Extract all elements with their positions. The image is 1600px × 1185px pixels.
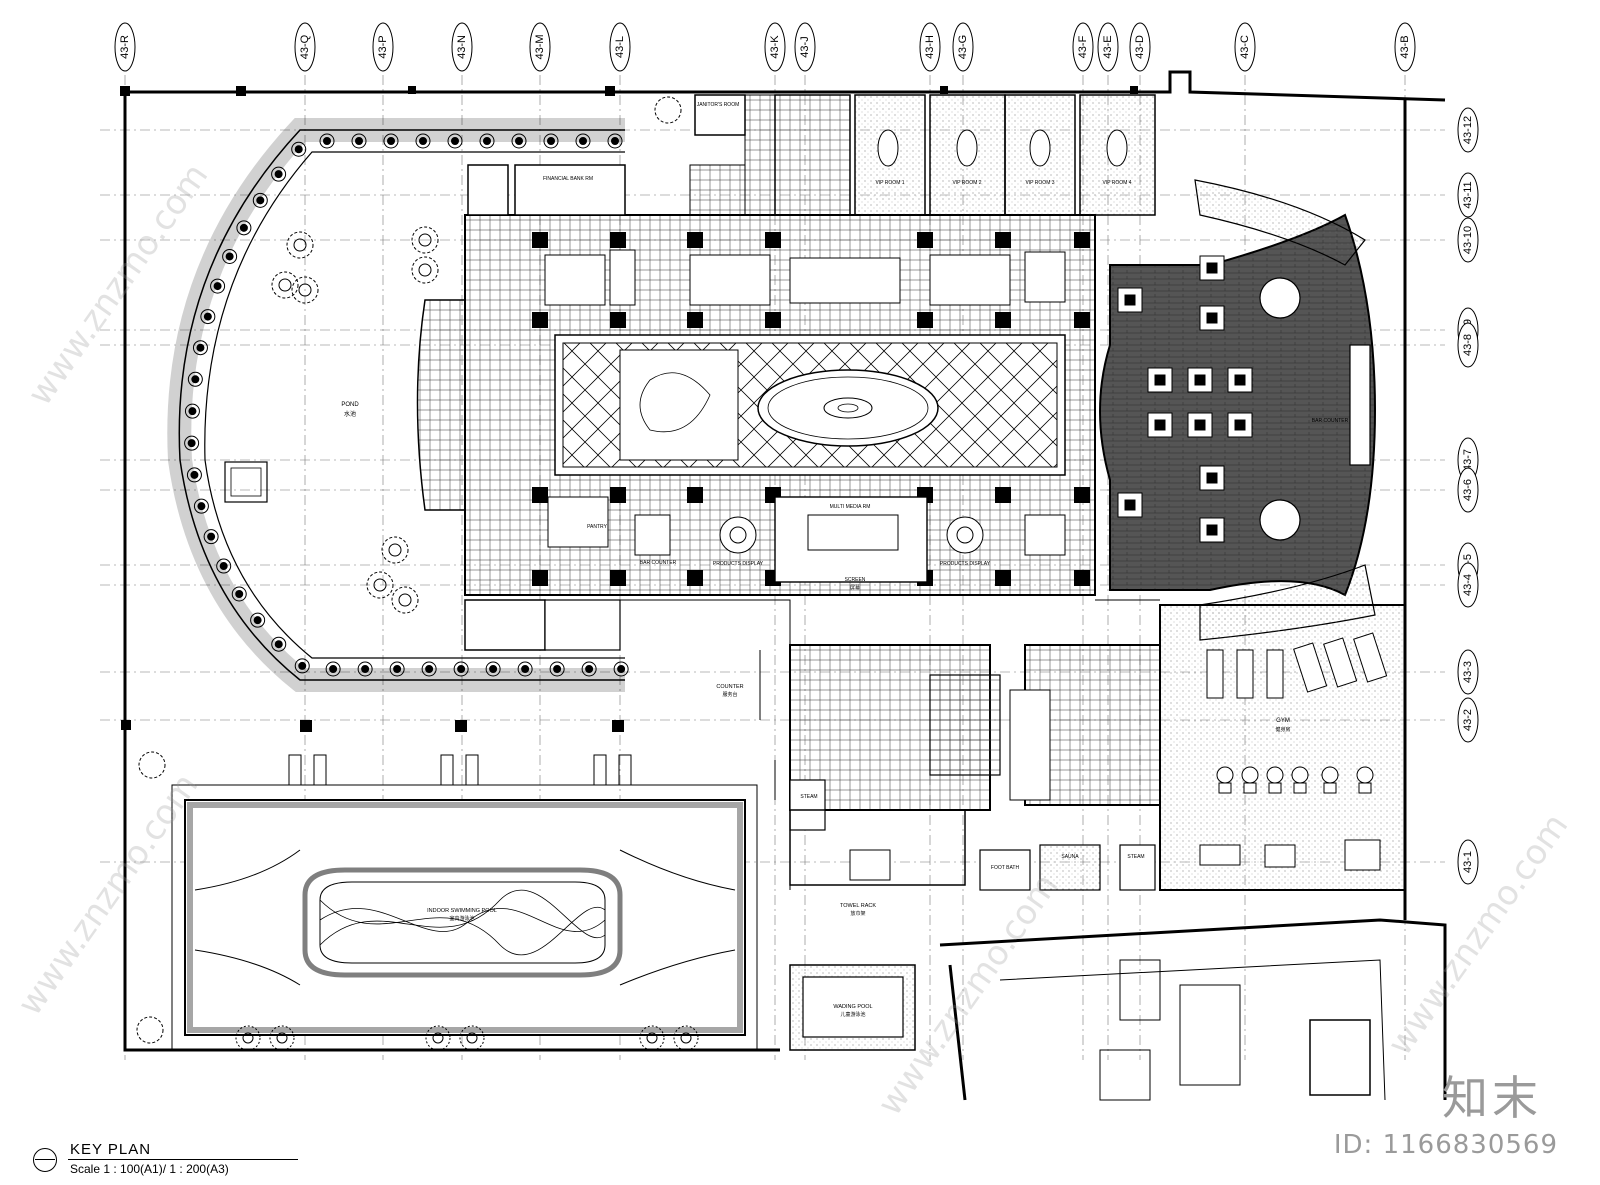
sauna-label: SAUNA xyxy=(1061,854,1079,860)
grid-label-right: 43-12 xyxy=(1462,116,1474,144)
products-display-right-label: PRODUCTS DISPLAY xyxy=(940,561,991,567)
grid-bubble-right: 43-11 xyxy=(1457,172,1479,218)
steam-right-label: STEAM xyxy=(1127,854,1144,860)
grid-bubble-right: 43-10 xyxy=(1457,217,1479,263)
wading-pool-label: WADING POOL xyxy=(833,1004,872,1010)
grid-label-top: 43-P xyxy=(377,35,389,58)
grid-bubble-top: 43-N xyxy=(451,22,473,72)
janitor-room-label: JANITOR'S ROOM xyxy=(697,102,740,108)
key-plan-title-block: KEY PLAN Scale 1 : 100(A1)/ 1 : 200(A3) xyxy=(30,1137,630,1183)
grid-label-top: 43-Q xyxy=(299,34,311,59)
grid-bubble-right: 43-8 xyxy=(1457,322,1479,368)
key-plan-scale: Scale 1 : 100(A1)/ 1 : 200(A3) xyxy=(70,1162,229,1176)
grid-bubble-right: 43-2 xyxy=(1457,697,1479,743)
vip-room-2-label: VIP ROOM 2 xyxy=(952,180,981,186)
products-display-left-label: PRODUCTS DISPLAY xyxy=(713,561,764,567)
grid-bubble-top: 43-C xyxy=(1234,22,1256,72)
grid-label-top: 43-B xyxy=(1399,35,1411,58)
title-underline xyxy=(68,1159,298,1160)
financial-bank-label: FINANCIAL BANK RM xyxy=(543,176,593,182)
gym-area xyxy=(1159,604,1406,891)
grid-bubble-top: 43-K xyxy=(764,22,786,72)
grid-bubble-right: 43-4 xyxy=(1457,562,1479,608)
towel-rack-label: TOWEL RACK xyxy=(840,903,876,909)
title-symbol-icon xyxy=(33,1148,57,1172)
counter-label: COUNTER xyxy=(716,684,743,690)
bar-counter-left-label: BAR COUNTER xyxy=(640,560,677,566)
grid-bubble-right: 43-1 xyxy=(1457,839,1479,885)
key-plan-title: KEY PLAN xyxy=(70,1141,152,1158)
towel-rack-label-cn: 放巾架 xyxy=(850,910,865,917)
grid-label-top: 43-C xyxy=(1239,35,1251,59)
adjacent-building xyxy=(939,918,1447,1101)
grid-label-right: 43-4 xyxy=(1462,574,1474,596)
grid-label-right: 43-7 xyxy=(1462,449,1474,471)
grid-label-top: 43-M xyxy=(534,34,546,59)
grid-label-right: 43-1 xyxy=(1462,851,1474,873)
screen-label: SCREEN xyxy=(845,577,866,583)
grid-bubble-top: 43-G xyxy=(952,22,974,72)
pond-area xyxy=(167,118,629,692)
grid-bubble-top: 43-H xyxy=(919,22,941,72)
grid-bubble-right: 43-6 xyxy=(1457,467,1479,513)
grid-labels-right: 43-1243-1143-1043-943-843-743-643-543-44… xyxy=(1457,107,1479,885)
grid-label-right: 43-3 xyxy=(1462,661,1474,683)
grid-label-right: 43-10 xyxy=(1462,226,1474,254)
grid-bubble-right: 43-3 xyxy=(1457,649,1479,695)
foot-bath-label: FOOT BATH xyxy=(991,865,1020,871)
bar-counter-label: BAR COUNTER xyxy=(1312,418,1349,424)
grid-bubble-top: 43-F xyxy=(1072,22,1094,72)
brand-logo: 知末 xyxy=(1442,1071,1542,1125)
indoor-pool-label-cn: 室内游泳池 xyxy=(449,915,474,922)
steam-left-label: STEAM xyxy=(800,794,817,800)
grid-bubble-top: 43-L xyxy=(609,22,631,72)
grid-label-top: 43-L xyxy=(614,36,626,58)
grid-label-top: 43-G xyxy=(957,35,969,59)
multimedia-room-label: MULTI MEDIA RM xyxy=(830,504,871,510)
grid-label-top: 43-K xyxy=(769,35,781,59)
grid-label-top: 43-J xyxy=(799,36,811,57)
grid-label-top: 43-R xyxy=(119,35,131,59)
grid-label-right: 43-11 xyxy=(1462,181,1474,208)
vip-room-4-label: VIP ROOM 4 xyxy=(1102,180,1131,186)
wading-pool-label-cn: 儿童游泳池 xyxy=(840,1011,865,1018)
pond-label-cn: 水池 xyxy=(344,410,356,418)
grid-bubble-top: 43-B xyxy=(1394,22,1416,72)
restaurant-block xyxy=(1099,179,1377,641)
asset-id: ID: 1166830569 xyxy=(1333,1130,1558,1160)
wading-pool xyxy=(789,964,916,1051)
grid-label-top: 43-F xyxy=(1077,35,1089,58)
grid-label-right: 43-2 xyxy=(1462,709,1474,731)
grid-bubble-top: 43-D xyxy=(1129,22,1151,72)
grid-bubble-top: 43-M xyxy=(529,22,551,72)
grid-label-top: 43-E xyxy=(1102,35,1114,58)
grid-bubble-top: 43-Q xyxy=(294,22,316,72)
counter-label-cn: 服务台 xyxy=(722,691,737,698)
grid-label-top: 43-H xyxy=(924,35,936,59)
vip-room-3-label: VIP ROOM 3 xyxy=(1025,180,1054,186)
screen-label-cn: 屏幕 xyxy=(850,584,860,591)
grid-bubble-top: 43-J xyxy=(794,22,816,72)
grid-label-right: 43-6 xyxy=(1462,479,1474,501)
grid-labels-top: 43-R 43-Q 43-P 43-N 43-M 43-L 43-K 43-J 43-H 43-G… xyxy=(114,22,1416,72)
vip-room-1-label: VIP ROOM 1 xyxy=(875,180,904,186)
grid-bubble-top: 43-P xyxy=(372,22,394,72)
grid-bubble-top: 43-E xyxy=(1097,22,1119,72)
grid-label-right: 43-8 xyxy=(1462,334,1474,356)
pantry-label: PANTRY xyxy=(587,524,607,530)
indoor-pool-label: INDOOR SWIMMING POOL xyxy=(427,908,497,914)
spa-block xyxy=(789,644,1161,891)
lobby-block xyxy=(416,214,1096,651)
pond-label: POND xyxy=(341,402,359,408)
gym-label: GYM xyxy=(1276,718,1290,724)
gym-label-cn: 健身房 xyxy=(1275,726,1290,733)
grid-label-top: 43-N xyxy=(456,35,468,59)
grid-bubble-top: 43-R xyxy=(114,22,136,72)
grid-label-top: 43-D xyxy=(1134,35,1146,59)
top-rooms xyxy=(467,94,1156,216)
indoor-pool xyxy=(136,96,758,1051)
grid-bubble-right: 43-12 xyxy=(1457,107,1479,153)
